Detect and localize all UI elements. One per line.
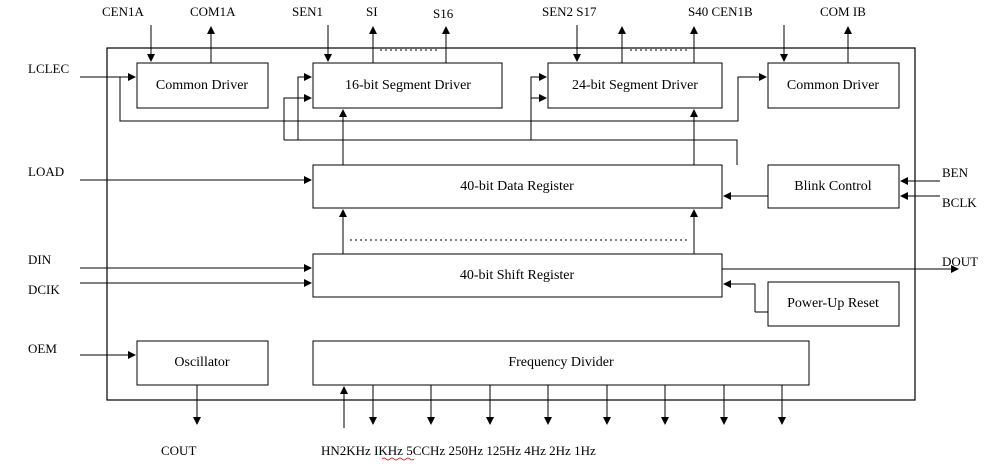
shift-to-data-links bbox=[339, 209, 698, 254]
pin-bclk: BCLK bbox=[942, 195, 977, 210]
pin-cen1a: CEN1A bbox=[102, 4, 145, 19]
bottom-pin-labels: COUT HN2KHz IKHz 5CCHz 250Hz 125Hz 4Hz 2… bbox=[161, 443, 596, 461]
pin-sen1: SEN1 bbox=[292, 4, 323, 19]
oscillator-block: Oscillator bbox=[136, 340, 269, 386]
power-up-reset-label: Power-Up Reset bbox=[787, 296, 879, 311]
top-pin-connections bbox=[147, 25, 852, 63]
chip-outline bbox=[106, 47, 916, 401]
top-pin-labels: CEN1A COM1A SEN1 SI S16 SEN2 S17 S40 CEN… bbox=[102, 4, 866, 21]
seg24-driver-block: 24-bit Segment Driver bbox=[547, 62, 723, 109]
right-pin-labels: BEN BCLK DOUT bbox=[942, 165, 978, 269]
common-driver-a-label: Common Driver bbox=[156, 78, 248, 93]
frequency-divider-label: Frequency Divider bbox=[508, 355, 614, 370]
data-register-outputs bbox=[339, 109, 698, 165]
blink-feedback-path bbox=[283, 94, 738, 165]
right-side-connections bbox=[722, 177, 959, 313]
seg16-driver-label: 16-bit Segment Driver bbox=[345, 78, 471, 93]
bottom-pin-connections bbox=[193, 385, 786, 428]
common-driver-b-label: Common Driver bbox=[787, 78, 879, 93]
pin-dout: DOUT bbox=[942, 254, 978, 269]
blink-control-block: Blink Control bbox=[767, 164, 900, 209]
data-register-block: 40-bit Data Register bbox=[312, 164, 723, 209]
left-input-lines bbox=[80, 176, 312, 359]
data-register-label: 40-bit Data Register bbox=[460, 179, 574, 194]
pin-divider-outputs: HN2KHz IKHz 5CCHz 250Hz 125Hz 4Hz 2Hz 1H… bbox=[321, 443, 596, 458]
blink-control-label: Blink Control bbox=[794, 179, 872, 194]
common-driver-a-block: Common Driver bbox=[136, 62, 269, 109]
power-up-reset-block: Power-Up Reset bbox=[767, 281, 900, 327]
oscillator-label: Oscillator bbox=[174, 355, 230, 370]
pin-com1b: COM IB bbox=[820, 4, 866, 19]
frequency-divider-block: Frequency Divider bbox=[312, 340, 810, 386]
common-driver-b-block: Common Driver bbox=[767, 62, 900, 109]
spellcheck-underline bbox=[381, 457, 415, 461]
pin-com1a: COM1A bbox=[190, 4, 236, 19]
pin-load: LOAD bbox=[28, 164, 64, 179]
pin-dcik: DCIK bbox=[28, 282, 60, 297]
pin-si: SI bbox=[366, 4, 378, 19]
pin-sen2-s17: SEN2 S17 bbox=[542, 4, 597, 19]
pin-din: DIN bbox=[28, 252, 52, 267]
pin-oem: OEM bbox=[28, 341, 57, 356]
pin-s16: S16 bbox=[433, 6, 454, 21]
left-pin-labels: LCLEC LOAD DIN DCIK OEM bbox=[28, 61, 69, 356]
pin-s40-cen1b: S40 CEN1B bbox=[688, 4, 753, 19]
pin-ben: BEN bbox=[942, 165, 969, 180]
shift-register-label: 40-bit Shift Register bbox=[460, 268, 575, 283]
shift-register-block: 40-bit Shift Register bbox=[312, 253, 723, 298]
seg24-driver-label: 24-bit Segment Driver bbox=[572, 78, 698, 93]
pin-lclec: LCLEC bbox=[28, 61, 69, 76]
seg16-driver-block: 16-bit Segment Driver bbox=[312, 62, 503, 109]
pin-cout: COUT bbox=[161, 443, 196, 458]
